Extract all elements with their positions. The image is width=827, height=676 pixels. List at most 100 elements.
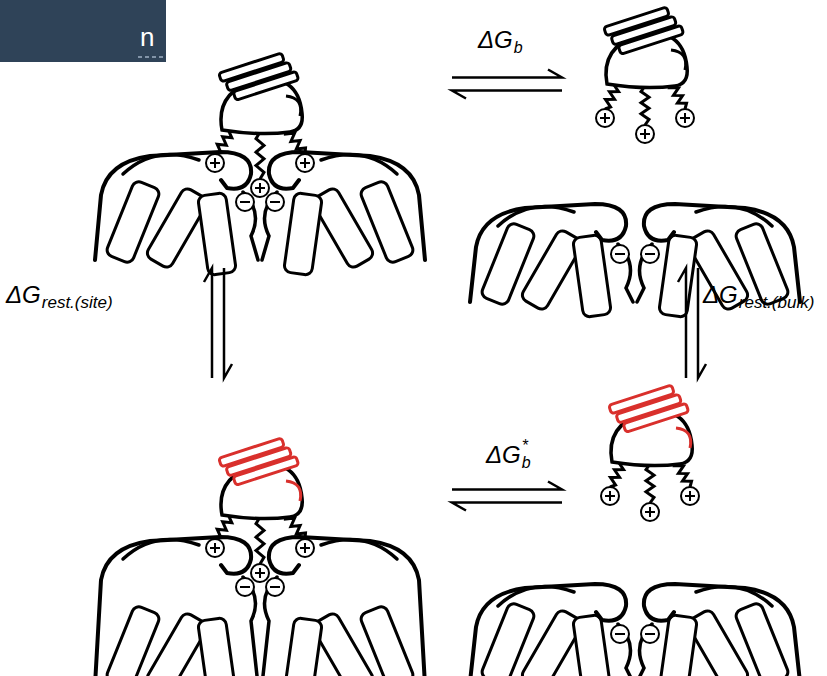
charge-bar xyxy=(689,491,691,501)
charge-bar xyxy=(259,568,261,578)
peptide-loop xyxy=(286,96,301,116)
charge-circle xyxy=(206,539,224,557)
charge-bar xyxy=(604,113,606,123)
charge-circle xyxy=(641,625,659,643)
forward-harpoon xyxy=(204,268,212,378)
charge-circle xyxy=(641,503,659,521)
helix xyxy=(198,192,237,275)
equilibrium-arrows xyxy=(204,268,232,378)
charge-circle xyxy=(236,578,254,596)
positive-charge xyxy=(296,539,314,557)
subunit-outline xyxy=(470,204,626,302)
charge-circle xyxy=(636,125,654,143)
charge-bar xyxy=(649,507,651,517)
negative-charge xyxy=(641,625,659,643)
charge-circle xyxy=(251,179,269,197)
charge-bar xyxy=(240,201,250,203)
negative-charge xyxy=(611,625,629,643)
subscript: rest.(bulk) xyxy=(739,294,815,311)
helix xyxy=(198,617,237,676)
charge-circle xyxy=(206,154,224,172)
subunit-outline xyxy=(470,584,626,676)
peptide-tail xyxy=(646,464,654,503)
negative-charge xyxy=(641,245,659,263)
reverse-harpoon xyxy=(224,268,232,378)
positive-charge xyxy=(251,179,269,197)
charge-circle xyxy=(601,487,619,505)
charge-circle xyxy=(251,564,269,582)
extracellular-loop xyxy=(123,154,199,174)
channel-protein xyxy=(95,537,425,676)
slide-title-fragment: n xyxy=(140,24,154,50)
equilibrium-arrows xyxy=(452,70,562,99)
toxin-peptide xyxy=(601,382,699,521)
negative-charge xyxy=(236,193,254,211)
subscript: * xyxy=(522,438,528,454)
extracellular-loop xyxy=(498,206,574,226)
extracellular-loop xyxy=(696,586,772,606)
free-energy-label: ΔG xyxy=(486,443,521,467)
protein-subunit xyxy=(95,152,258,276)
reverse-harpoon xyxy=(452,503,562,511)
toxin-peptide xyxy=(206,50,314,197)
helix xyxy=(659,614,698,676)
negative-charge xyxy=(236,578,254,596)
helix xyxy=(284,617,323,676)
charge-bar xyxy=(645,253,655,255)
charge-bar xyxy=(270,586,280,588)
free-energy-label: ΔG xyxy=(6,283,41,307)
subunit-outline xyxy=(644,584,800,676)
positive-charge xyxy=(681,487,699,505)
helix xyxy=(573,234,612,317)
protein-subunit xyxy=(470,204,633,318)
protein-subunit xyxy=(470,584,633,676)
subunit-outline xyxy=(95,152,251,260)
subscript: b xyxy=(522,455,531,471)
subscript: rest.(site) xyxy=(42,294,113,311)
subunit-outline xyxy=(269,152,425,260)
positive-charge xyxy=(636,125,654,143)
protein-subunit xyxy=(262,152,425,276)
equilibrium-arrows xyxy=(452,482,562,511)
forward-harpoon xyxy=(452,482,562,490)
positive-charge xyxy=(206,539,224,557)
positive-charge xyxy=(676,109,694,127)
charge-bar xyxy=(615,253,625,255)
charge-bar xyxy=(644,129,646,139)
charge-circle xyxy=(611,245,629,263)
toxin-peptide xyxy=(596,4,694,143)
white-panel xyxy=(166,0,827,62)
charge-bar xyxy=(214,543,216,553)
charge-bar xyxy=(609,491,611,501)
extracellular-loop xyxy=(321,539,397,559)
title-rule xyxy=(138,56,166,58)
protein-subunit xyxy=(95,537,258,676)
charge-bar xyxy=(240,586,250,588)
peptide-loop xyxy=(671,50,686,70)
charge-bar xyxy=(304,158,306,168)
charge-circle xyxy=(296,539,314,557)
reverse-harpoon xyxy=(452,91,562,99)
charge-bar xyxy=(645,633,655,635)
extracellular-loop xyxy=(321,154,397,174)
extracellular-loop xyxy=(498,586,574,606)
charge-circle xyxy=(236,193,254,211)
charge-circle xyxy=(676,109,694,127)
charge-bar xyxy=(615,633,625,635)
toxin-peptide xyxy=(206,435,314,582)
charge-circle xyxy=(641,245,659,263)
negative-charge xyxy=(611,245,629,263)
peptide-loop xyxy=(286,481,301,501)
subunit-outline xyxy=(95,537,251,676)
charge-circle xyxy=(596,109,614,127)
reverse-harpoon xyxy=(678,268,686,378)
negative-charge xyxy=(266,193,284,211)
positive-charge xyxy=(206,154,224,172)
negative-charge xyxy=(266,578,284,596)
peptide-tail xyxy=(256,517,264,564)
subunit-outline xyxy=(269,537,425,676)
charge-circle xyxy=(296,154,314,172)
charge-bar xyxy=(270,201,280,203)
protein-subunit xyxy=(262,537,425,676)
